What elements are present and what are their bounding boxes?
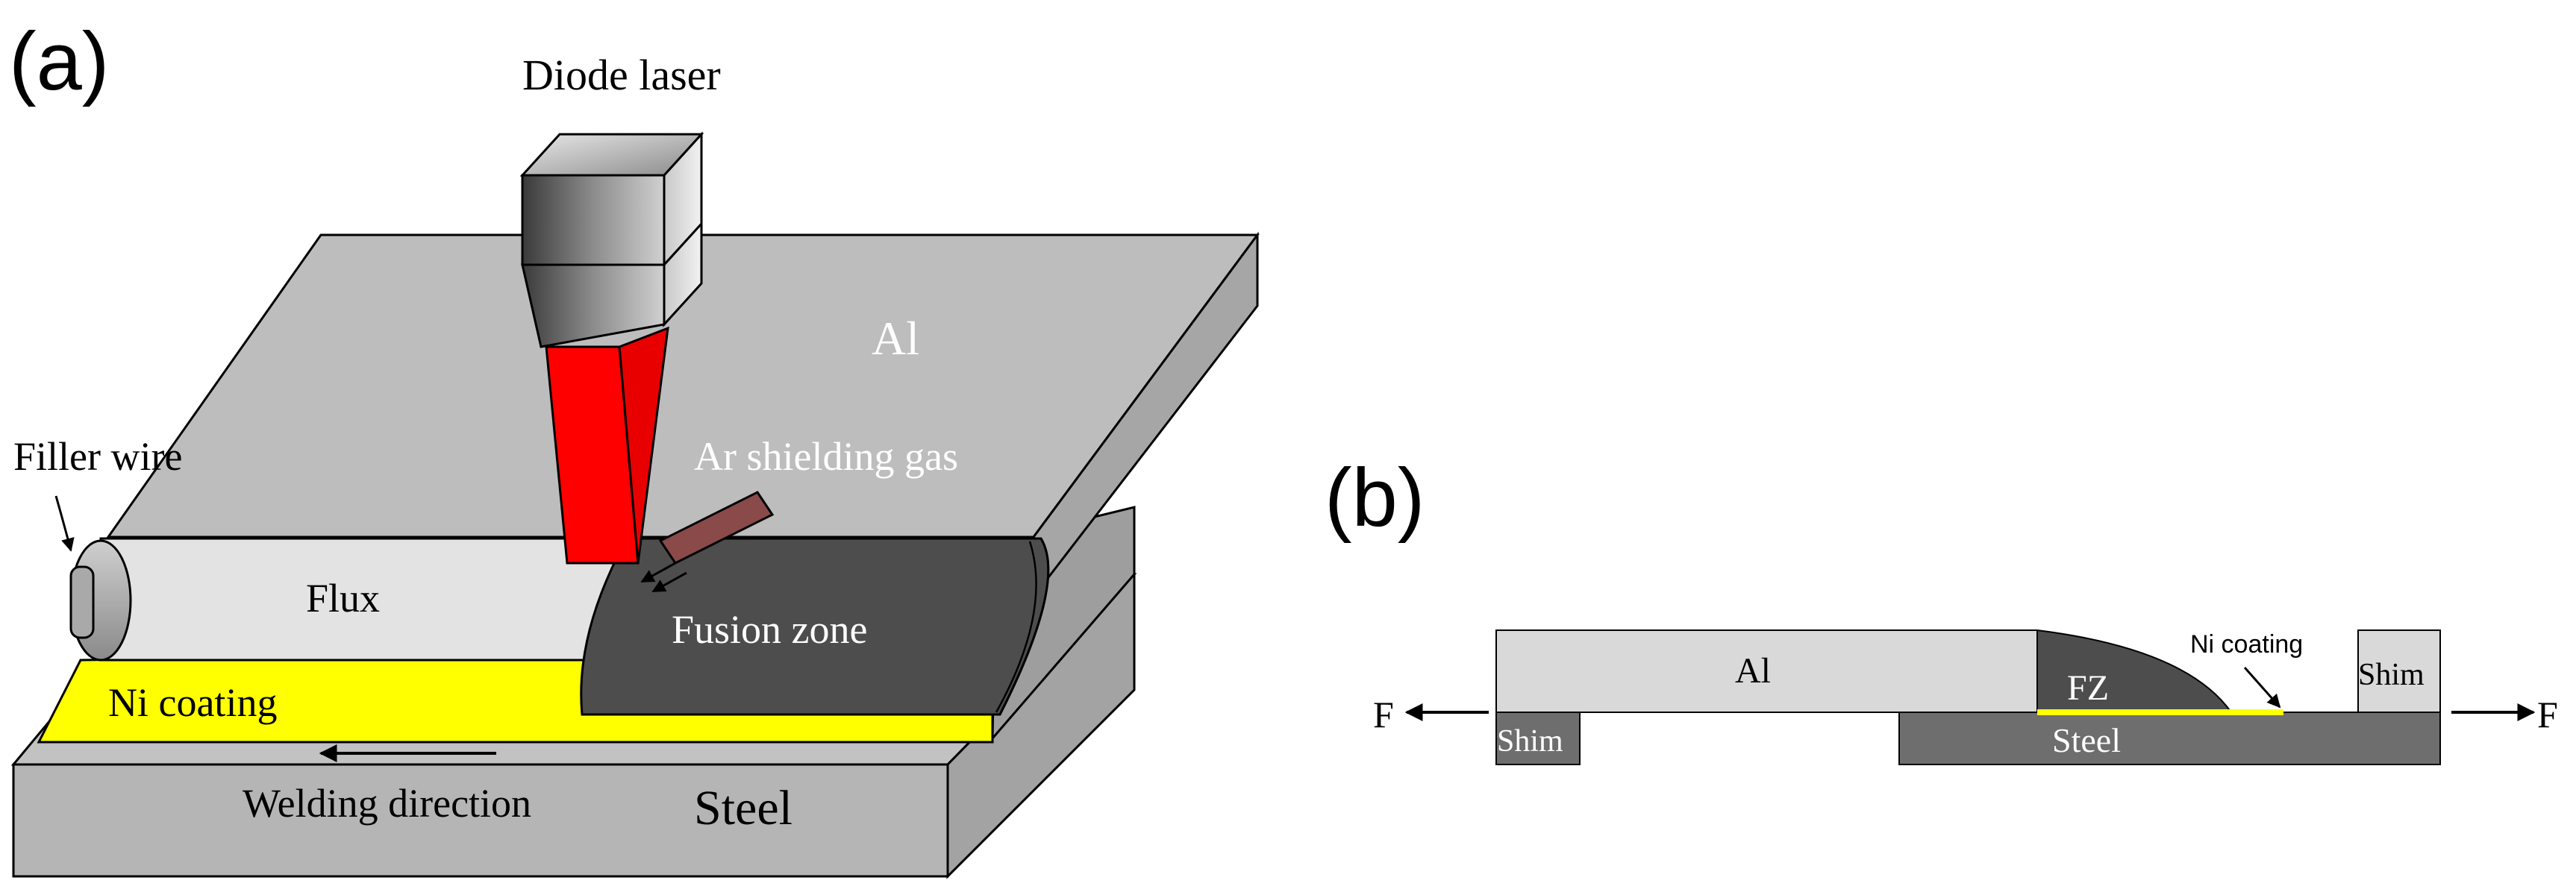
laser-head-side-lower: [663, 221, 703, 327]
gas-flow-arrow-1: [640, 562, 676, 583]
panel-b-label: (b): [1325, 452, 1425, 544]
b-fusion-zone: [2036, 629, 2233, 713]
panel-a-label: (a): [9, 16, 109, 107]
al-plate: [106, 231, 1260, 742]
al-plate-label: Al: [872, 312, 919, 365]
filler-wire: [69, 539, 132, 662]
b-shim-left-label: Shim: [1497, 724, 1563, 759]
gas-nozzle-body: [658, 491, 775, 565]
flux-label: Flux: [306, 576, 380, 621]
laser-beam: [545, 326, 669, 565]
ar-gas-nozzle: [640, 491, 775, 593]
steel-plate-label: Steel: [694, 781, 793, 835]
laser-beam-side: [618, 326, 669, 564]
b-al-label: Al: [1735, 651, 1771, 691]
ni-coating-label: Ni coating: [108, 680, 277, 725]
b-shim-right-label: Shim: [2358, 658, 2425, 692]
b-ni-coating-pointer: [2243, 667, 2281, 709]
gas-flow-arrow-2: [651, 571, 687, 593]
b-shim-right: [2357, 629, 2441, 713]
filler-wire-tip: [69, 565, 95, 639]
fusion-zone-curve: [995, 541, 1037, 713]
diode-laser-label: Diode laser: [522, 51, 721, 99]
filler-wire-label: Filler wire: [13, 434, 182, 479]
fusion-zone-label: Fusion zone: [672, 607, 868, 652]
fusion-zone-end: [998, 538, 1050, 715]
b-steel-label: Steel: [2052, 721, 2121, 759]
b-al-plate: [1495, 629, 2038, 713]
b-ni-coating-label: Ni coating: [2190, 630, 2303, 659]
panel-b: (b) Al FZ Ni coating Shim Shim Steel F F: [1325, 452, 2558, 765]
b-steel-plate: [1898, 712, 2441, 765]
filler-wire-pointer: [54, 495, 75, 552]
fusion-zone: [580, 537, 1050, 716]
welding-direction-label: Welding direction: [243, 781, 531, 826]
b-force-right-label: F: [2537, 694, 2558, 735]
b-fz-label: FZ: [2067, 668, 2109, 708]
b-force-left-label: F: [1373, 694, 1394, 735]
laser-head-front-upper: [521, 174, 666, 266]
ar-shielding-gas-label: Ar shielding gas: [694, 434, 958, 479]
panel-a: (a) Diode laser Al Filler wire Ar shield…: [9, 16, 1260, 879]
b-shim-left: [1495, 712, 1581, 765]
laser-head: [519, 131, 704, 348]
